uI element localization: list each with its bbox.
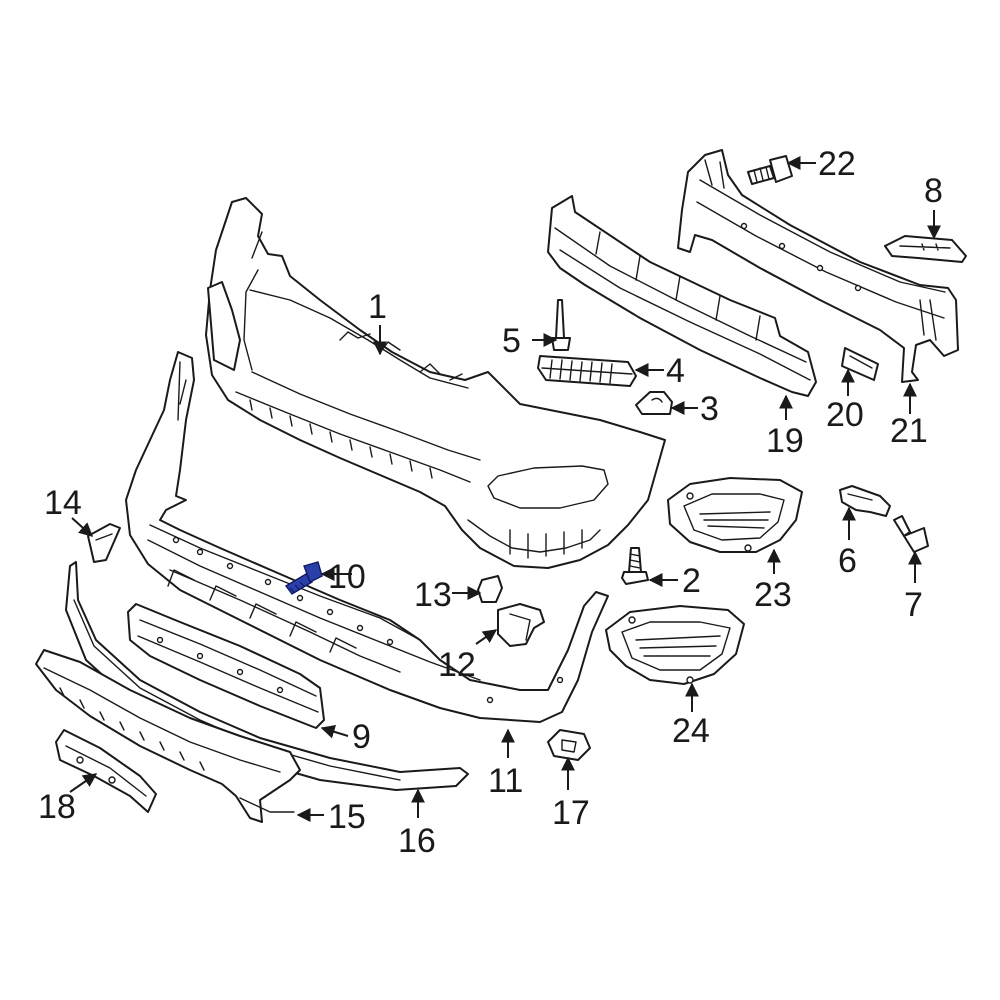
callout-13[interactable]: 13 bbox=[414, 576, 452, 614]
callout-5[interactable]: 5 bbox=[502, 322, 521, 360]
callout-24[interactable]: 24 bbox=[672, 712, 710, 750]
callout-4[interactable]: 4 bbox=[666, 352, 685, 390]
part-24-bezel[interactable] bbox=[605, 605, 745, 685]
callout-1[interactable]: 1 bbox=[368, 288, 387, 326]
callout-10[interactable]: 10 bbox=[328, 558, 366, 596]
part-4-grille-insert[interactable] bbox=[537, 355, 637, 387]
part-2-screw[interactable] bbox=[621, 547, 649, 585]
part-12-bracket[interactable] bbox=[497, 603, 545, 647]
callout-12[interactable]: 12 bbox=[438, 646, 476, 684]
part-3-clip[interactable] bbox=[635, 391, 673, 415]
callout-11[interactable]: 11 bbox=[488, 762, 523, 800]
part-6-bracket[interactable] bbox=[839, 485, 891, 517]
leader-9 bbox=[320, 725, 349, 739]
callout-20[interactable]: 20 bbox=[826, 396, 864, 434]
callout-21[interactable]: 21 bbox=[890, 412, 928, 450]
callout-6[interactable]: 6 bbox=[838, 542, 857, 580]
part-20-pad[interactable] bbox=[841, 347, 879, 381]
part-19-energy-absorber[interactable] bbox=[547, 195, 817, 397]
callout-18[interactable]: 18 bbox=[38, 788, 76, 826]
callout-3[interactable]: 3 bbox=[700, 390, 719, 428]
callout-15[interactable]: 15 bbox=[328, 798, 366, 836]
part-5-rivet[interactable] bbox=[551, 299, 571, 351]
callout-19[interactable]: 19 bbox=[766, 422, 804, 460]
part-10-bolt[interactable] bbox=[284, 561, 323, 595]
part-1-bumper-cover[interactable] bbox=[205, 197, 666, 569]
callout-9[interactable]: 9 bbox=[352, 718, 371, 756]
callout-labels: 1 2 3 4 5 6 7 8 9 10 11 12 13 14 15 16 1… bbox=[38, 145, 943, 860]
part-23-bezel[interactable] bbox=[667, 477, 803, 553]
part-17-nut[interactable] bbox=[547, 729, 591, 761]
part-11-lower-bumper[interactable] bbox=[125, 351, 609, 723]
part-13-clip[interactable] bbox=[477, 575, 503, 603]
part-18-bracket[interactable] bbox=[55, 729, 157, 813]
part-9-insert[interactable] bbox=[127, 603, 325, 729]
part-14-bracket[interactable] bbox=[87, 523, 121, 563]
callout-17[interactable]: 17 bbox=[552, 794, 590, 832]
part-8-bracket[interactable] bbox=[884, 235, 967, 263]
leader-14 bbox=[71, 517, 94, 537]
leader-lines bbox=[69, 156, 941, 822]
part-7-push-pin[interactable] bbox=[893, 515, 929, 553]
callout-22[interactable]: 22 bbox=[818, 145, 856, 183]
callout-16[interactable]: 16 bbox=[398, 822, 436, 860]
leader-18 bbox=[69, 773, 98, 793]
part-22-bolt[interactable] bbox=[747, 155, 793, 185]
callout-2[interactable]: 2 bbox=[682, 562, 701, 600]
callout-23[interactable]: 23 bbox=[754, 576, 792, 614]
part-21-impact-bar[interactable] bbox=[677, 149, 959, 383]
part-15-deflector[interactable] bbox=[35, 649, 301, 823]
leader-12 bbox=[475, 629, 498, 645]
callout-8[interactable]: 8 bbox=[924, 172, 943, 210]
callout-7[interactable]: 7 bbox=[904, 586, 923, 624]
callout-14[interactable]: 14 bbox=[44, 484, 82, 522]
